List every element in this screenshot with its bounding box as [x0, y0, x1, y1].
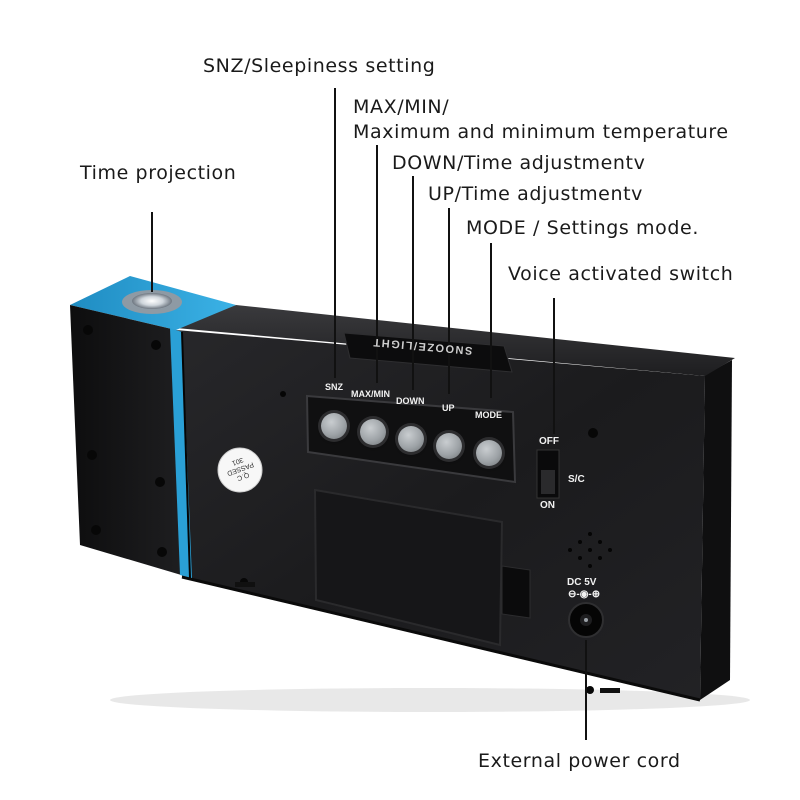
speaker-hole [568, 548, 572, 552]
switch-on-label: ON [540, 500, 555, 511]
callout-mode: MODE / Settings mode. [466, 217, 699, 239]
leader-line-projection [151, 212, 153, 292]
leader-line-snz [334, 88, 336, 378]
projector-seam [181, 331, 191, 579]
screw [83, 325, 93, 335]
qc-sticker [217, 447, 263, 493]
speaker-hole [598, 556, 602, 560]
body-edge-bottom [181, 575, 701, 702]
speaker-hole [608, 548, 612, 552]
button-label-up: UP [442, 403, 455, 413]
screw [151, 340, 161, 350]
time-projection-lens[interactable] [124, 290, 180, 314]
battery-cover [313, 488, 504, 647]
mode-button[interactable] [476, 440, 502, 466]
screw [155, 477, 165, 487]
callout-projection: Time projection [80, 162, 237, 184]
leader-line-up [448, 208, 450, 394]
callout-maxmin-line2: Maximum and minimum temperature [353, 121, 729, 143]
screw [91, 525, 101, 535]
callout-snz: SNZ/Sleepiness setting [203, 55, 436, 77]
leader-line-mode [490, 243, 492, 398]
switch-off-label: OFF [539, 436, 559, 447]
speaker-hole [578, 540, 582, 544]
leader-line-down [412, 176, 414, 390]
leader-line-power [585, 640, 587, 740]
speaker-hole [598, 540, 602, 544]
callout-power: External power cord [478, 750, 681, 772]
screw [157, 547, 167, 557]
callout-down: DOWN/Time adjustmentv [392, 152, 646, 174]
screw [87, 450, 97, 460]
button-label-mode: MODE [475, 410, 502, 420]
floor-shadow [110, 688, 750, 712]
up-button[interactable] [436, 433, 462, 459]
voice-activated-switch[interactable] [537, 450, 559, 498]
battery-latch [501, 565, 531, 619]
button-label-maxmin: MAX/MIN [351, 389, 390, 399]
speaker-hole [588, 548, 592, 552]
speaker-hole [578, 556, 582, 560]
screw [280, 391, 286, 397]
voice-switch-knob [541, 470, 555, 494]
button-label-snz: SNZ [325, 382, 343, 392]
screw [586, 686, 594, 694]
snz-button[interactable] [321, 413, 347, 439]
foot [600, 688, 620, 693]
max-min-button[interactable] [360, 419, 386, 445]
foot [235, 582, 255, 587]
callout-voice: Voice activated switch [508, 263, 734, 285]
callout-up: UP/Time adjustmentv [428, 183, 644, 205]
callout-maxmin-line1: MAX/MIN/ [353, 96, 450, 118]
screw [588, 428, 598, 438]
switch-sc-label: S/C [568, 474, 585, 485]
projector-blue-strip [170, 328, 192, 578]
button-label-down: DOWN [396, 396, 425, 406]
dc-power-jack[interactable] [569, 603, 603, 637]
body-top-face [176, 305, 735, 376]
snooze-bar [343, 332, 513, 373]
projector-lens [132, 293, 172, 309]
leader-line-voice [553, 298, 555, 434]
speaker-hole [588, 564, 592, 568]
projector-front [70, 305, 188, 577]
leader-line-maxmin [376, 145, 378, 383]
speaker-hole [588, 532, 592, 536]
down-button[interactable] [398, 426, 424, 452]
body-right-face [700, 360, 732, 700]
dc-5v-label: DC 5V [567, 577, 597, 588]
dc-polarity-icon: ⊖-◉-⊕ [568, 589, 601, 600]
dc-jack-pin [584, 618, 588, 622]
